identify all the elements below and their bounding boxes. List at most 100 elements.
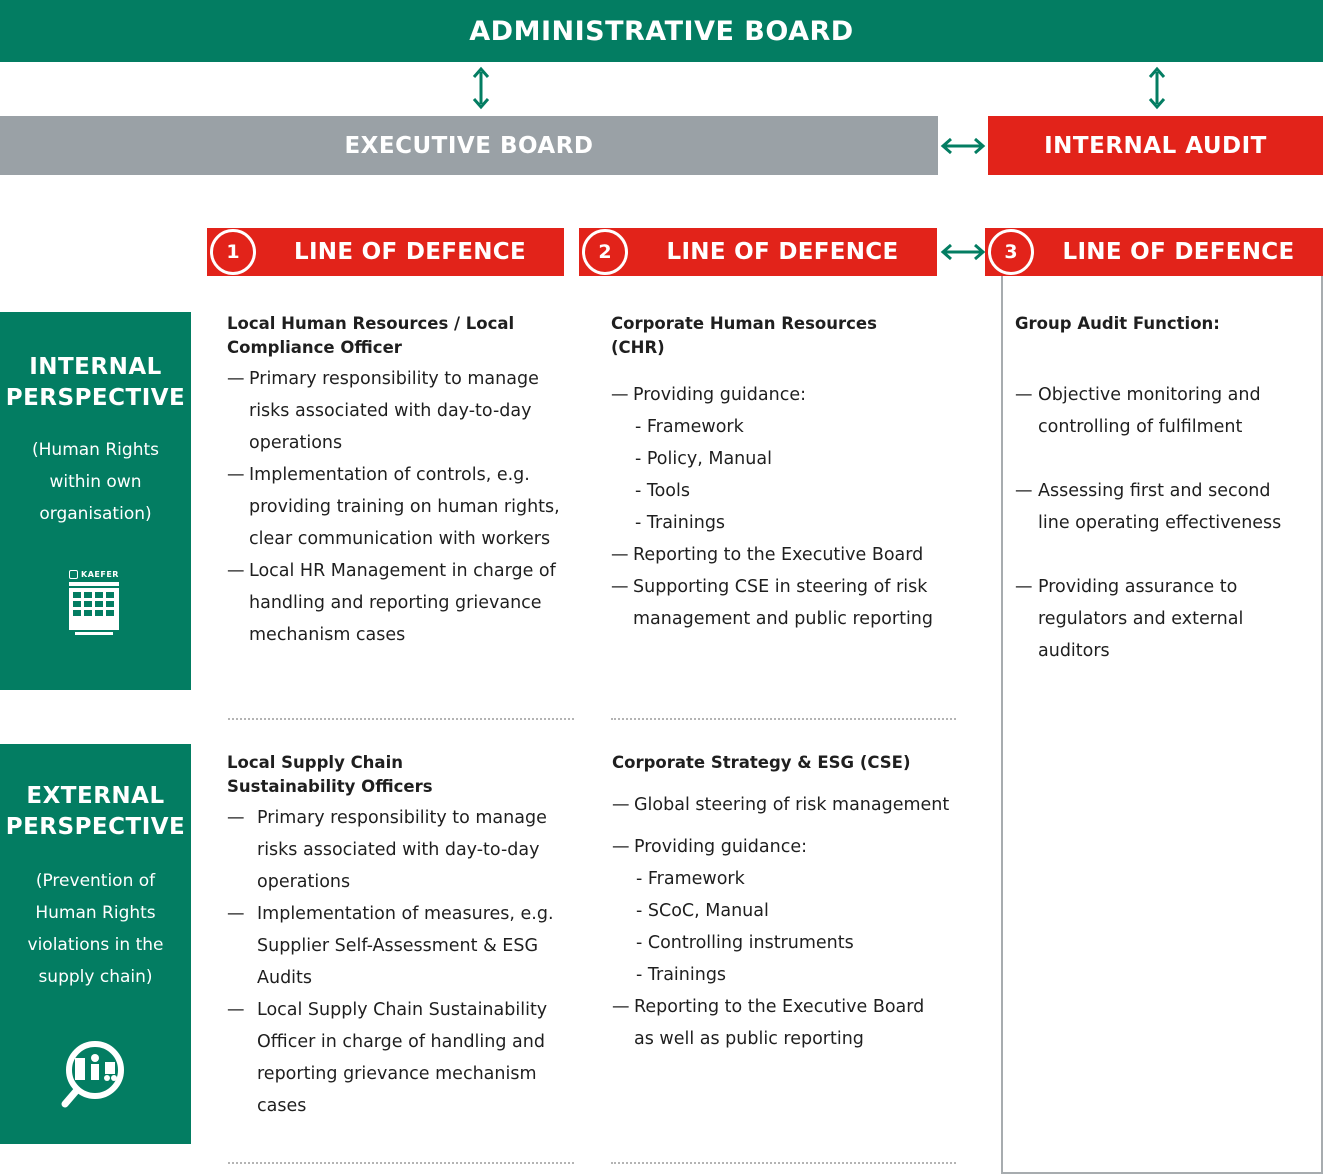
dash-bullet: — xyxy=(227,369,245,389)
list-item-text: clear communication with workers xyxy=(249,529,551,549)
kaefer-logo-text: KAEFER xyxy=(81,569,119,579)
list-item: — Providing assurance to regulators and … xyxy=(1015,571,1315,667)
line-1-external-title: Sustainability Officers xyxy=(227,777,433,796)
dash-bullet: — xyxy=(611,545,629,565)
list-item: — Implementation of controls, e.g. provi… xyxy=(227,459,577,555)
list-item-text: auditors xyxy=(1038,641,1110,661)
list-item-text: Reporting to the Executive Board xyxy=(634,997,925,1017)
executive-board-label: EXECUTIVE BOARD xyxy=(344,132,594,159)
line-2-external-content: Corporate Strategy & ESG (CSE) — Global … xyxy=(612,751,972,1055)
line-1-external-title: Local Supply Chain xyxy=(227,753,403,772)
external-perspective-subtitle: violations in the xyxy=(27,935,164,955)
list-item-text: Supporting CSE in steering of risk xyxy=(633,577,928,597)
external-perspective-title: PERSPECTIVE xyxy=(5,814,186,840)
list-item-text: Global steering of risk management xyxy=(634,795,950,815)
line-3-column-box xyxy=(1001,276,1323,1174)
dash-bullet: — xyxy=(227,561,245,581)
line-of-defence-label: LINE OF DEFENCE xyxy=(1062,239,1295,265)
dash-bullet: — xyxy=(227,465,245,485)
sub-item: - Framework xyxy=(636,869,745,889)
administrative-board-label: ADMINISTRATIVE BOARD xyxy=(469,15,854,47)
list-item-text: Implementation of measures, e.g. xyxy=(257,904,554,924)
sub-item: - Trainings xyxy=(635,513,726,533)
line-2-internal-title: (CHR) xyxy=(611,338,665,357)
dash-bullet: — xyxy=(227,904,245,924)
list-item-text: line operating effectiveness xyxy=(1038,513,1282,533)
list-item-text: operations xyxy=(249,433,343,453)
executive-board-bar: EXECUTIVE BOARD xyxy=(0,116,938,175)
dotted-divider xyxy=(228,718,574,720)
list-item: — Assessing first and second line operat… xyxy=(1015,475,1315,539)
internal-perspective-title: PERSPECTIVE xyxy=(5,385,186,411)
dash-bullet: — xyxy=(227,1000,245,1020)
list-item: — Reporting to the Executive Board xyxy=(611,539,961,571)
dotted-divider xyxy=(228,1162,574,1164)
list-item: — Global steering of risk management xyxy=(612,789,972,821)
internal-perspective-subtitle: (Human Rights xyxy=(32,440,159,460)
list-item: — Primary responsibility to manage risks… xyxy=(227,802,577,898)
internal-perspective-panel: INTERNAL PERSPECTIVE (Human Rights withi… xyxy=(0,312,191,690)
dash-bullet: — xyxy=(1015,481,1033,501)
sub-item: - Policy, Manual xyxy=(635,449,772,469)
external-perspective-subtitle: Human Rights xyxy=(35,903,156,923)
line-1-internal-title: Compliance Officer xyxy=(227,338,402,357)
dotted-divider xyxy=(611,1162,956,1164)
line-number-badge: 1 xyxy=(210,229,256,275)
dash-bullet: — xyxy=(612,795,630,815)
list-item-text: reporting grievance mechanism xyxy=(257,1064,537,1084)
list-item-text: cases xyxy=(257,1096,307,1116)
internal-perspective-subtitle: organisation) xyxy=(39,504,152,524)
list-item-text: management and public reporting xyxy=(633,609,934,629)
list-item-text: Objective monitoring and xyxy=(1038,385,1261,405)
internal-audit-bar: INTERNAL AUDIT xyxy=(988,116,1323,175)
line-of-defence-label: LINE OF DEFENCE xyxy=(666,239,899,265)
list-item-text: handling and reporting grievance xyxy=(249,593,542,613)
list-item-text: Supplier Self-Assessment & ESG xyxy=(257,936,539,956)
line-1-internal-title: Local Human Resources / Local xyxy=(227,314,515,333)
horizontal-double-arrow-icon xyxy=(940,137,986,155)
list-item-text: Primary responsibility to manage xyxy=(257,808,547,828)
line-1-external-content: Local Supply Chain Sustainability Office… xyxy=(227,751,577,1122)
line-2-internal-title: Corporate Human Resources xyxy=(611,314,877,333)
vertical-double-arrow-icon xyxy=(1148,66,1166,110)
list-item-text: risks associated with day-to-day xyxy=(249,401,532,421)
sub-item: - SCoC, Manual xyxy=(636,901,769,921)
line-3-content: Group Audit Function: — Objective monito… xyxy=(1015,312,1315,667)
external-perspective-subtitle: supply chain) xyxy=(38,967,153,987)
list-item-text: Assessing first and second xyxy=(1038,481,1271,501)
line-1-internal-content: Local Human Resources / Local Compliance… xyxy=(227,312,577,651)
dash-bullet: — xyxy=(612,997,630,1017)
list-item: — Providing guidance: xyxy=(612,831,972,863)
list-item-text: Reporting to the Executive Board xyxy=(633,545,924,565)
list-item: — Implementation of measures, e.g. Suppl… xyxy=(227,898,577,994)
list-item: — Supporting CSE in steering of risk man… xyxy=(611,571,961,635)
line-of-defence-label: LINE OF DEFENCE xyxy=(293,239,527,265)
line-number-badge: 3 xyxy=(988,229,1034,275)
building-icon: KAEFER xyxy=(61,568,127,646)
line-of-defence-3-header: 3 LINE OF DEFENCE xyxy=(985,228,1323,276)
list-item: — Objective monitoring and controlling o… xyxy=(1015,379,1315,443)
list-item-text: Providing guidance: xyxy=(633,385,806,405)
dash-bullet: — xyxy=(1015,385,1033,405)
sub-item: - Framework xyxy=(635,417,744,437)
line-of-defence-1-header: 1 LINE OF DEFENCE xyxy=(207,228,564,276)
list-item-text: Officer in charge of handling and xyxy=(257,1032,545,1052)
dash-bullet: — xyxy=(611,385,629,405)
list-item-text: mechanism cases xyxy=(249,625,406,645)
external-perspective-subtitle: (Prevention of xyxy=(35,871,156,891)
external-perspective-title: EXTERNAL xyxy=(26,783,165,809)
internal-perspective-subtitle: within own xyxy=(49,472,142,492)
dash-bullet: — xyxy=(1015,577,1033,597)
list-item-text: Providing assurance to xyxy=(1038,577,1238,597)
dotted-divider xyxy=(611,718,956,720)
list-item-text: risks associated with day-to-day xyxy=(257,840,540,860)
administrative-board-bar: ADMINISTRATIVE BOARD xyxy=(0,0,1323,62)
internal-audit-label: INTERNAL AUDIT xyxy=(1044,132,1267,159)
list-item-text: Audits xyxy=(257,968,313,988)
dash-bullet: — xyxy=(611,577,629,597)
list-item: — Primary responsibility to manage risks… xyxy=(227,363,577,459)
list-item-text: Primary responsibility to manage xyxy=(249,369,539,389)
list-item: — Reporting to the Executive Board as we… xyxy=(612,991,972,1055)
internal-perspective-title: INTERNAL xyxy=(29,354,162,380)
horizontal-double-arrow-icon xyxy=(940,243,986,261)
